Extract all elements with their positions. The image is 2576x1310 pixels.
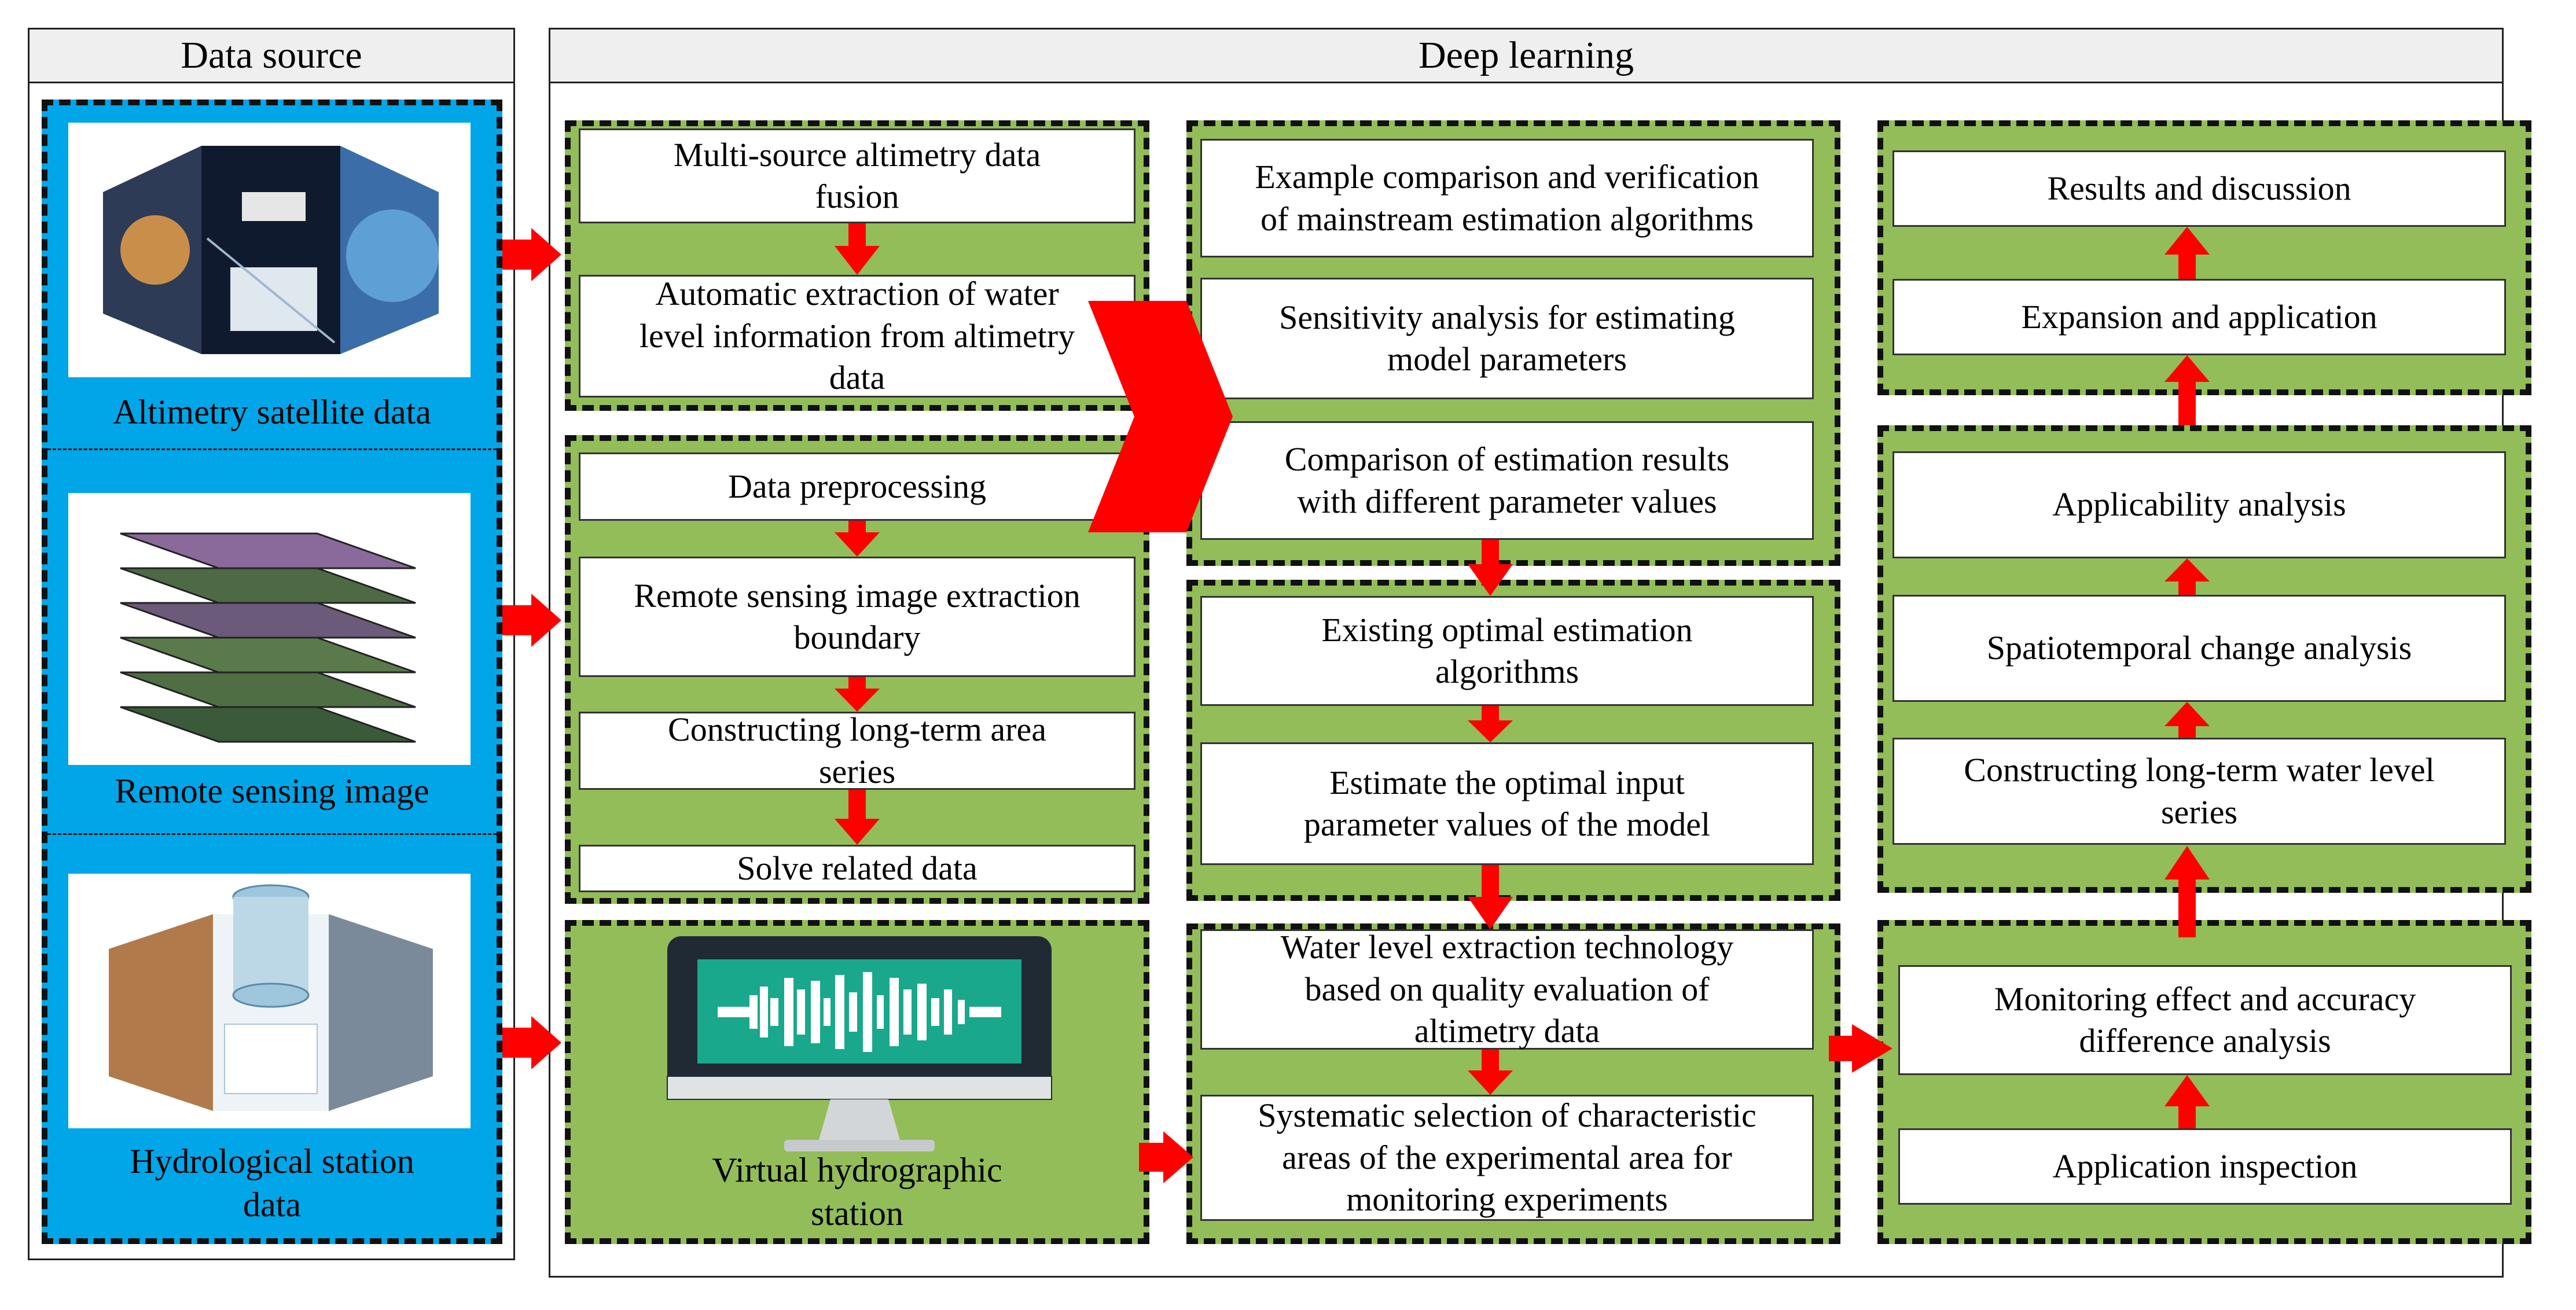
altimetry-satellite-label: Altimetry satellite data [113,393,431,431]
arrow-params-to-optimal [1468,540,1513,596]
arrow-spatiotemporal-to-applicability [2165,558,2210,595]
arrow-station-to-selection [1139,1131,1193,1183]
arrow-expansion-to-results [2165,227,2210,279]
source-separator-1 [47,448,497,450]
arrow-area-to-solve [835,790,880,845]
data-source-header: Data source [28,28,515,83]
arrow-preprocessing-to-boundary [835,521,880,557]
hydrological-station-illustration [68,874,471,1128]
virtual-station-label: Virtual hydrographic station [712,1151,1002,1232]
wl-extraction-box: Water level extraction technology based … [1200,928,1814,1050]
arrow-big-tail [1149,347,1181,486]
remote-sensing-illustration [68,493,471,765]
arrow-inspection-to-monitoring [2165,1075,2210,1128]
comparison-verification-box: Example comparison and verification of m… [1200,139,1814,257]
arrow-optimal-to-input [1468,706,1513,742]
inspection-box: Application inspection [1898,1128,2512,1205]
arrow-fusion-to-extraction [835,223,880,275]
fusion-box: Multi-source altimetry data fusion [579,128,1136,223]
extraction-box: Automatic extraction of water level info… [579,275,1136,398]
arrow-monitoring-to-series [2165,846,2210,937]
hydrological-station-label: Hydrological station data [130,1142,414,1224]
results-box: Results and discussion [1893,150,2506,227]
expansion-box: Expansion and application [1893,279,2506,355]
systematic-selection-box: Systematic selection of characteristic a… [1200,1095,1814,1221]
deep-learning-header: Deep learning [549,28,2504,83]
monitor-icon [663,932,1056,1157]
arrow-extraction-to-selection [1468,1050,1513,1095]
source-separator-2 [47,833,497,835]
remote-sensing-label: Remote sensing image [115,772,429,810]
sensitivity-box: Sensitivity analysis for estimating mode… [1200,278,1814,399]
arrow-applicability-to-expansion [2165,355,2210,425]
satellite-illustration [68,123,471,377]
arrow-altimetry-to-fusion [502,228,561,281]
applicability-box: Applicability analysis [1893,451,2506,558]
area-series-box: Constructing long-term area series [579,711,1136,790]
arrow-hydro-to-station [502,1016,561,1069]
optimal-input-box: Estimate the optimal input parameter val… [1200,742,1814,865]
monitoring-effect-box: Monitoring effect and accuracy differenc… [1898,965,2512,1075]
arrow-input-to-extraction [1468,865,1513,929]
boundary-box: Remote sensing image extraction boundary [579,557,1136,677]
parameter-comparison-box: Comparison of estimation results with di… [1200,421,1814,540]
optimal-algorithms-box: Existing optimal estimation algorithms [1200,596,1814,706]
wl-series-box: Constructing long-term water level serie… [1893,738,2506,845]
arrow-boundary-to-area [835,677,880,712]
arrow-series-to-spatiotemporal [2165,702,2210,738]
arrow-column2-to-monitoring [1829,1024,1893,1073]
solve-data-box: Solve related data [579,845,1136,892]
preprocessing-box: Data preprocessing [579,452,1136,521]
spatiotemporal-box: Spatiotemporal change analysis [1893,595,2506,702]
arrow-remote-to-processing [502,594,561,647]
